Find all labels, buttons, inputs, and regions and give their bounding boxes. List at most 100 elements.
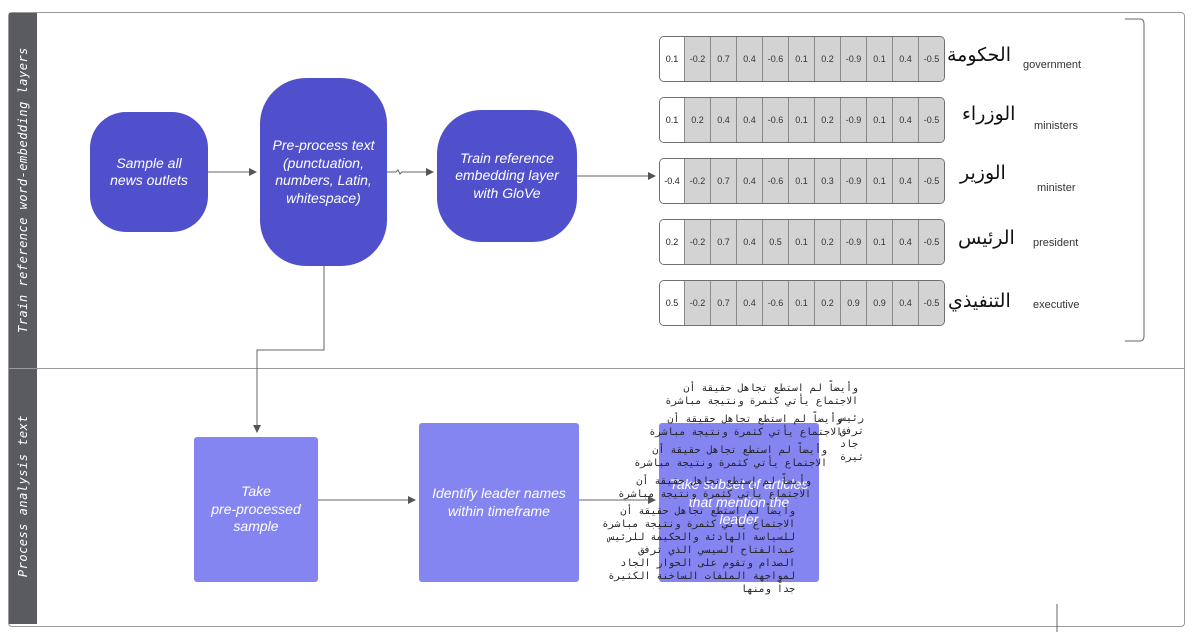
embedding-cell: -0.4 (660, 159, 684, 203)
article-text-line: الاجتماع يأتي كثمرة ونتيجة مباشرة (649, 427, 842, 438)
embedding-cell: -0.2 (684, 37, 710, 81)
embedding-cell: -0.9 (840, 159, 866, 203)
embedding-cell: 0.4 (892, 98, 918, 142)
embedding-cell: 0.2 (684, 98, 710, 142)
embedding-cell: 0.7 (710, 281, 736, 325)
article-side-word: ثيرة (840, 452, 865, 463)
embedding-cell: -0.5 (918, 220, 944, 264)
embedding-cell: 0.2 (660, 220, 684, 264)
embedding-cell: 0.2 (814, 281, 840, 325)
embedding-cell: -0.5 (918, 98, 944, 142)
embedding-cell: -0.5 (918, 281, 944, 325)
english-translation: president (1033, 237, 1079, 249)
english-translation: executive (1033, 299, 1080, 311)
embedding-cell: 0.7 (710, 37, 736, 81)
embedding-cell: 0.1 (866, 220, 892, 264)
embedding-cell: -0.2 (684, 220, 710, 264)
english-translation: government (1023, 59, 1082, 71)
lane-divider (8, 368, 1184, 369)
embedding-cell: -0.6 (762, 281, 788, 325)
embedding-cell: -0.9 (840, 37, 866, 81)
embedding-cell: 0.4 (736, 159, 762, 203)
arabic-word: الوزير (960, 162, 1006, 184)
embedding-cell: -0.5 (918, 37, 944, 81)
article-side-word: ترفق (840, 426, 865, 437)
embedding-cell: 0.9 (866, 281, 892, 325)
embedding-cell: -0.9 (840, 220, 866, 264)
embedding-cell: 0.4 (736, 281, 762, 325)
embedding-cell: -0.5 (918, 159, 944, 203)
node-take-subset-articles: Take subset of articles that mention the… (659, 423, 819, 582)
article-text-line: لمواجهة الملفات الساخنة الكثيرة (608, 571, 795, 582)
embedding-cell: 0.4 (892, 220, 918, 264)
article-text-line: وأيضاً لم استطع تجاهل حقيقة أن (620, 506, 795, 517)
embedding-bracket (1125, 18, 1145, 342)
embedding-cell: 0.2 (814, 220, 840, 264)
embedding-cell: -0.2 (684, 159, 710, 203)
arabic-word: الحكومة (947, 44, 1012, 66)
article-text-line: عبدالفتاح السيسي الذي ترفق (638, 545, 795, 556)
embedding-cell: 0.7 (710, 220, 736, 264)
embedding-cell: -0.2 (684, 281, 710, 325)
embedding-cell: -0.9 (840, 98, 866, 142)
article-text-line: وأيضاً لم استطع تجاهل حقيقة أن (667, 414, 842, 425)
embedding-cell: 0.4 (710, 98, 736, 142)
article-side-word: رئيس (840, 413, 865, 424)
embedding-cell: 0.4 (736, 98, 762, 142)
embedding-cell: 0.2 (814, 98, 840, 142)
embedding-cell: 0.1 (788, 220, 814, 264)
node-take-preprocessed-sample: Take pre-processed sample (194, 437, 318, 582)
embedding-cell: 0.7 (710, 159, 736, 203)
embedding-cell: 0.5 (762, 220, 788, 264)
embedding-cell: 0.5 (660, 281, 684, 325)
embedding-cell: 0.1 (866, 98, 892, 142)
embedding-cell: -0.6 (762, 159, 788, 203)
english-translation: minister (1037, 182, 1076, 194)
embedding-cell: 0.2 (814, 37, 840, 81)
article-text-line: وأيضاً لم استطع تجاهل حقيقة أن (636, 476, 811, 487)
embedding-cell: 0.1 (660, 37, 684, 81)
embedding-cell: 0.9 (840, 281, 866, 325)
arabic-word: الرئيس (958, 227, 1015, 249)
connector-preprocess-to-train (387, 168, 434, 176)
embedding-cell: 0.4 (736, 37, 762, 81)
lane-bar-process (9, 369, 37, 624)
embedding-cell: 0.1 (788, 159, 814, 203)
lane-bar-train (9, 13, 37, 368)
node-train-glove: Train reference embedding layer with Glo… (437, 110, 577, 242)
embedding-cell: 0.1 (788, 37, 814, 81)
embedding-cell: 0.1 (788, 98, 814, 142)
embedding-cell: 0.1 (788, 281, 814, 325)
arabic-word: التنفيذي (948, 290, 1011, 312)
node-preprocess-text: Pre-process text (punctuation, numbers, … (260, 78, 387, 266)
arabic-word: الوزراء (962, 103, 1016, 125)
article-text-line: جداً ومنها (740, 584, 795, 595)
embedding-cell: -0.6 (762, 98, 788, 142)
article-text-line: وأيضاً لم استطع تجاهل حقيقة أن (652, 445, 827, 456)
article-text-line: الاجتماع يأتي كثمرة ونتيجة مباشرة (634, 458, 827, 469)
embedding-cell: 0.1 (866, 37, 892, 81)
embedding-cell: -0.6 (762, 37, 788, 81)
article-text-line: الاجتماع يأتي كثمرة ونتيجة مباشرة (602, 519, 795, 530)
embedding-cell: 0.4 (892, 281, 918, 325)
embedding-cell: 0.1 (866, 159, 892, 203)
article-text-line: وأيضاً لم استطع تجاهل حقيقة أن (683, 383, 858, 394)
node-identify-leader-names: Identify leader names within timeframe (419, 423, 579, 582)
article-text-line: الاجتماع يأتي كثمرة ونتيجة مباشرة (618, 489, 811, 500)
connector-preprocess-to-sample (253, 266, 325, 433)
article-text-line: الصدام وتقوم على الحوار الجاد (620, 558, 795, 569)
embedding-cell: 0.3 (814, 159, 840, 203)
article-side-word: جاد (840, 439, 859, 450)
article-text-line: الاجتماع يأتي كثمرة ونتيجة مباشرة (665, 396, 858, 407)
article-text-line: للسياسة الهادئة والحكيمة للرئيس (608, 532, 795, 543)
embedding-cell: 0.4 (736, 220, 762, 264)
node-sample-news-outlets: Sample all news outlets (90, 112, 208, 232)
english-translation: ministers (1034, 120, 1079, 132)
embedding-cell: 0.4 (892, 159, 918, 203)
